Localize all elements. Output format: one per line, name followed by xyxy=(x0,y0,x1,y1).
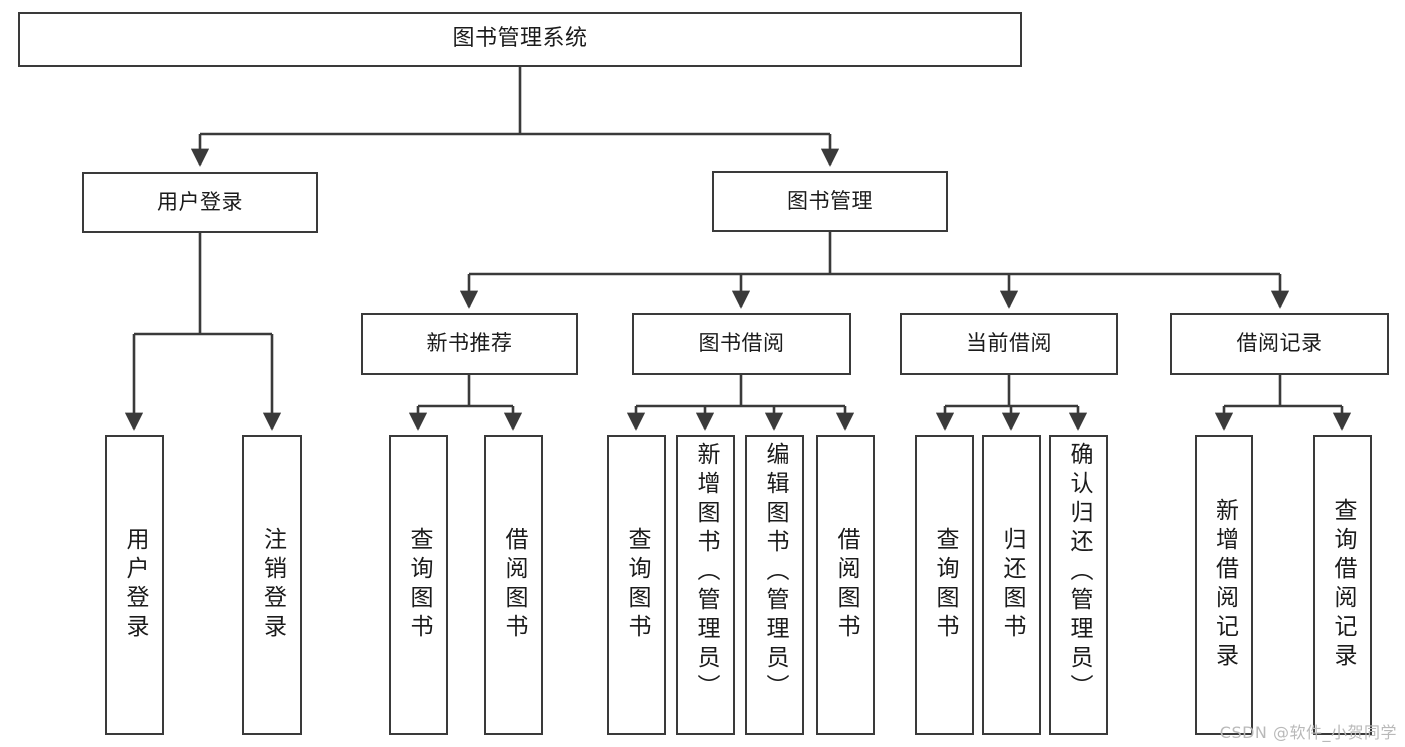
node-current-borrow[interactable]: 当前借阅 xyxy=(900,313,1118,375)
node-label: 新书推荐 xyxy=(426,331,513,356)
node-label: 图书借阅 xyxy=(698,331,785,356)
node-new-book-recommend[interactable]: 新书推荐 xyxy=(361,313,578,375)
node-label: 借阅记录 xyxy=(1236,331,1323,356)
leaf-book-borrow-edit[interactable]: 编辑图书（管理员） xyxy=(745,435,804,735)
leaf-current-borrow-confirm-return[interactable]: 确认归还（管理员） xyxy=(1049,435,1108,735)
node-label: 借阅图书 xyxy=(833,527,859,643)
leaf-user-login-logout[interactable]: 注销登录 xyxy=(242,435,302,735)
node-label: 图书管理 xyxy=(787,188,873,213)
node-root[interactable]: 图书管理系统 xyxy=(18,12,1022,67)
node-label: 注销登录 xyxy=(259,527,286,643)
leaf-new-book-query[interactable]: 查询图书 xyxy=(389,435,448,735)
node-label: 查询借阅记录 xyxy=(1330,498,1356,672)
leaf-new-book-borrow[interactable]: 借阅图书 xyxy=(484,435,543,735)
leaf-borrow-record-query[interactable]: 查询借阅记录 xyxy=(1313,435,1372,735)
node-book-management[interactable]: 图书管理 xyxy=(712,171,948,232)
leaf-borrow-record-add[interactable]: 新增借阅记录 xyxy=(1195,435,1253,735)
leaf-book-borrow-borrow[interactable]: 借阅图书 xyxy=(816,435,875,735)
leaf-book-borrow-add[interactable]: 新增图书（管理员） xyxy=(676,435,735,735)
leaf-user-login-login[interactable]: 用户登录 xyxy=(105,435,164,735)
node-label: 查询图书 xyxy=(406,527,432,643)
leaf-book-borrow-query[interactable]: 查询图书 xyxy=(607,435,666,735)
node-label: 归还图书 xyxy=(999,527,1025,643)
node-label: 新增图书（管理员） xyxy=(693,442,719,703)
node-label: 用户登录 xyxy=(122,527,148,643)
node-borrow-record[interactable]: 借阅记录 xyxy=(1170,313,1389,375)
node-label: 查询图书 xyxy=(624,527,650,643)
node-label: 用户登录 xyxy=(157,189,243,214)
watermark-text: CSDN @软件_小贺同学 xyxy=(1219,723,1397,742)
node-label: 确认归还（管理员） xyxy=(1066,442,1092,703)
leaf-current-borrow-return[interactable]: 归还图书 xyxy=(982,435,1041,735)
node-book-borrow[interactable]: 图书借阅 xyxy=(632,313,851,375)
node-label: 新增借阅记录 xyxy=(1211,498,1238,672)
node-label: 编辑图书（管理员） xyxy=(762,442,788,703)
node-user-login[interactable]: 用户登录 xyxy=(82,172,318,233)
leaf-current-borrow-query[interactable]: 查询图书 xyxy=(915,435,974,735)
node-label: 借阅图书 xyxy=(501,527,527,643)
node-label: 图书管理系统 xyxy=(452,26,588,52)
node-label: 查询图书 xyxy=(932,527,958,643)
node-label: 当前借阅 xyxy=(966,331,1052,356)
